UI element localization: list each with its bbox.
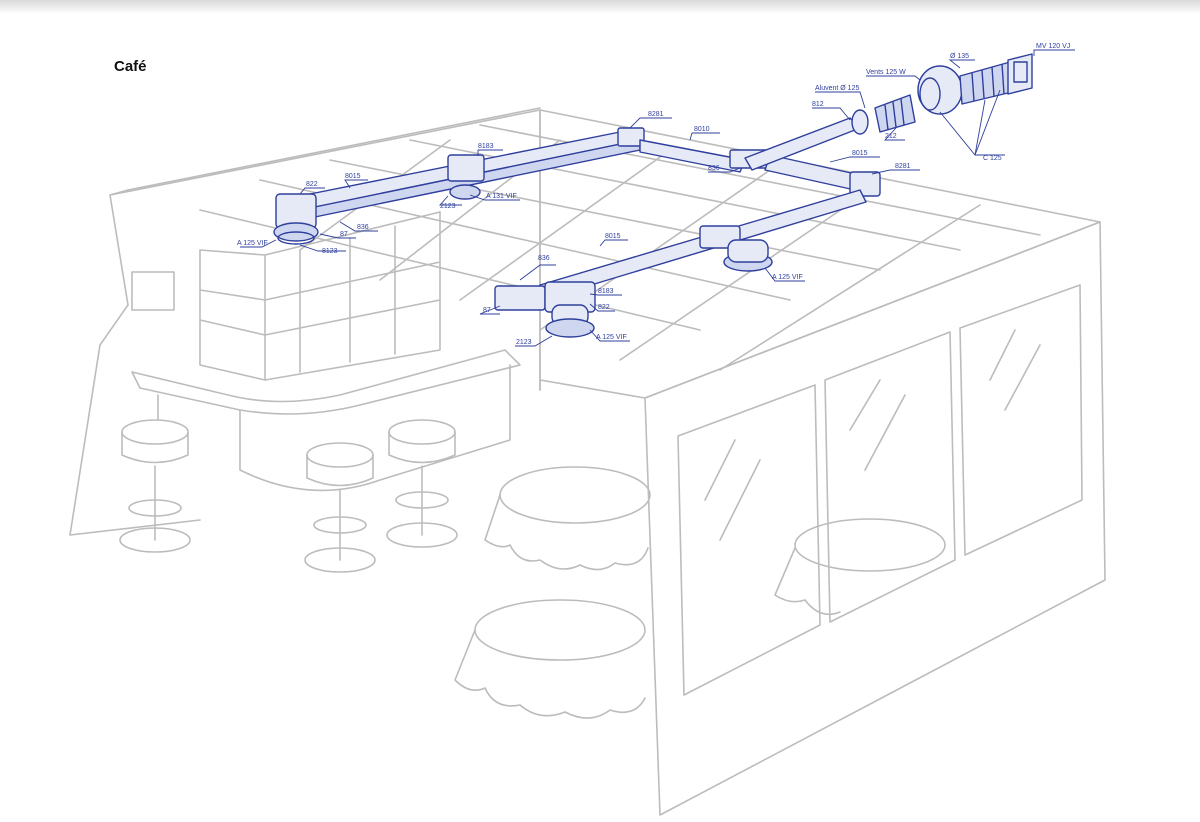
label-8010: 8010: [694, 126, 710, 133]
bar-stool-2: [304, 442, 376, 573]
diffuser-a125-lower: [545, 318, 595, 338]
label-c125: C 125: [983, 155, 1002, 162]
page-title: Café: [114, 58, 147, 75]
label-vents125: Vents 125 W: [866, 69, 906, 76]
elbow-8281-right: [849, 171, 881, 197]
flex-c125-ribs: [971, 63, 1005, 102]
bar-counter-body: [157, 364, 511, 492]
label-8015-right: 8015: [852, 150, 868, 157]
label-a131: A 131 VIF: [486, 193, 517, 200]
wall-grille-mv120: [1007, 53, 1033, 95]
glass-panel-2: [824, 331, 956, 623]
connector-8281: [617, 127, 645, 147]
label-87-lower: 87: [483, 307, 491, 314]
diffuser-a125-left-ring: [277, 231, 315, 245]
wall-grille-mv120-face: [1013, 61, 1028, 83]
leader-lines: [240, 49, 1075, 347]
label-mv120: MV 120 VJ: [1036, 43, 1070, 50]
label-836-left: 836: [357, 224, 369, 231]
label-8015-upper: 8015: [345, 173, 361, 180]
label-8281-top: 8281: [648, 111, 664, 118]
label-a125-lower: A 125 VIF: [596, 334, 627, 341]
label-87-left: 87: [340, 231, 348, 238]
label-8281-right: 8281: [895, 163, 911, 170]
label-2123-lower: 2123: [516, 339, 532, 346]
label-8183-top: 8183: [478, 143, 494, 150]
diffuser-a125-right-body: [727, 239, 769, 263]
label-d135: Ø 135: [950, 53, 969, 60]
label-a125-left: A 125 VIF: [237, 240, 268, 247]
end-87-lower: [494, 285, 546, 311]
label-812: 812: [812, 101, 824, 108]
bend-8183: [447, 154, 485, 182]
round-table-3: [774, 518, 946, 616]
bar-stool-3: [386, 419, 458, 548]
label-822-left: 822: [306, 181, 318, 188]
back-wall-top: [127, 107, 541, 191]
vent-housing-face: [919, 77, 941, 111]
bar-stool-1: [119, 419, 191, 553]
round-table-1: [484, 466, 651, 571]
label-a125-right: A 125 VIF: [772, 274, 803, 281]
label-2123-upper: 2123: [440, 203, 456, 210]
label-836-right: 836: [708, 165, 720, 172]
label-8123: 8123: [322, 248, 338, 255]
label-8015-lower: 8015: [605, 233, 621, 240]
room-structure: [69, 107, 1106, 816]
label-212: 212: [885, 133, 897, 140]
aluvent-tube: [851, 109, 869, 135]
duct-8010: [639, 139, 746, 173]
duct-8015-right: [764, 154, 861, 191]
wall-window: [131, 271, 175, 311]
page-top-shadow: [0, 0, 1200, 14]
flex-c125: [959, 61, 1013, 105]
label-822-lower: 822: [598, 304, 610, 311]
duct-system: [273, 53, 1033, 338]
round-table-2: [454, 599, 646, 719]
glass-panel-1: [677, 384, 821, 696]
front-glass-wall: [644, 221, 1106, 816]
glass-panel-3: [959, 284, 1083, 556]
component-labels: MV 120 VJ Ø 135 Vents 125 W Aluvent Ø 12…: [237, 43, 1070, 346]
bar-counter-top: [131, 349, 521, 415]
label-aluvent: Aluvent Ø 125: [815, 85, 859, 92]
shelving-unit: [199, 211, 441, 381]
glass-reflections: [704, 329, 1041, 541]
label-836-lower: 836: [538, 255, 550, 262]
flex-212-ribs: [884, 98, 905, 131]
label-8183-lower: 8183: [598, 288, 614, 295]
